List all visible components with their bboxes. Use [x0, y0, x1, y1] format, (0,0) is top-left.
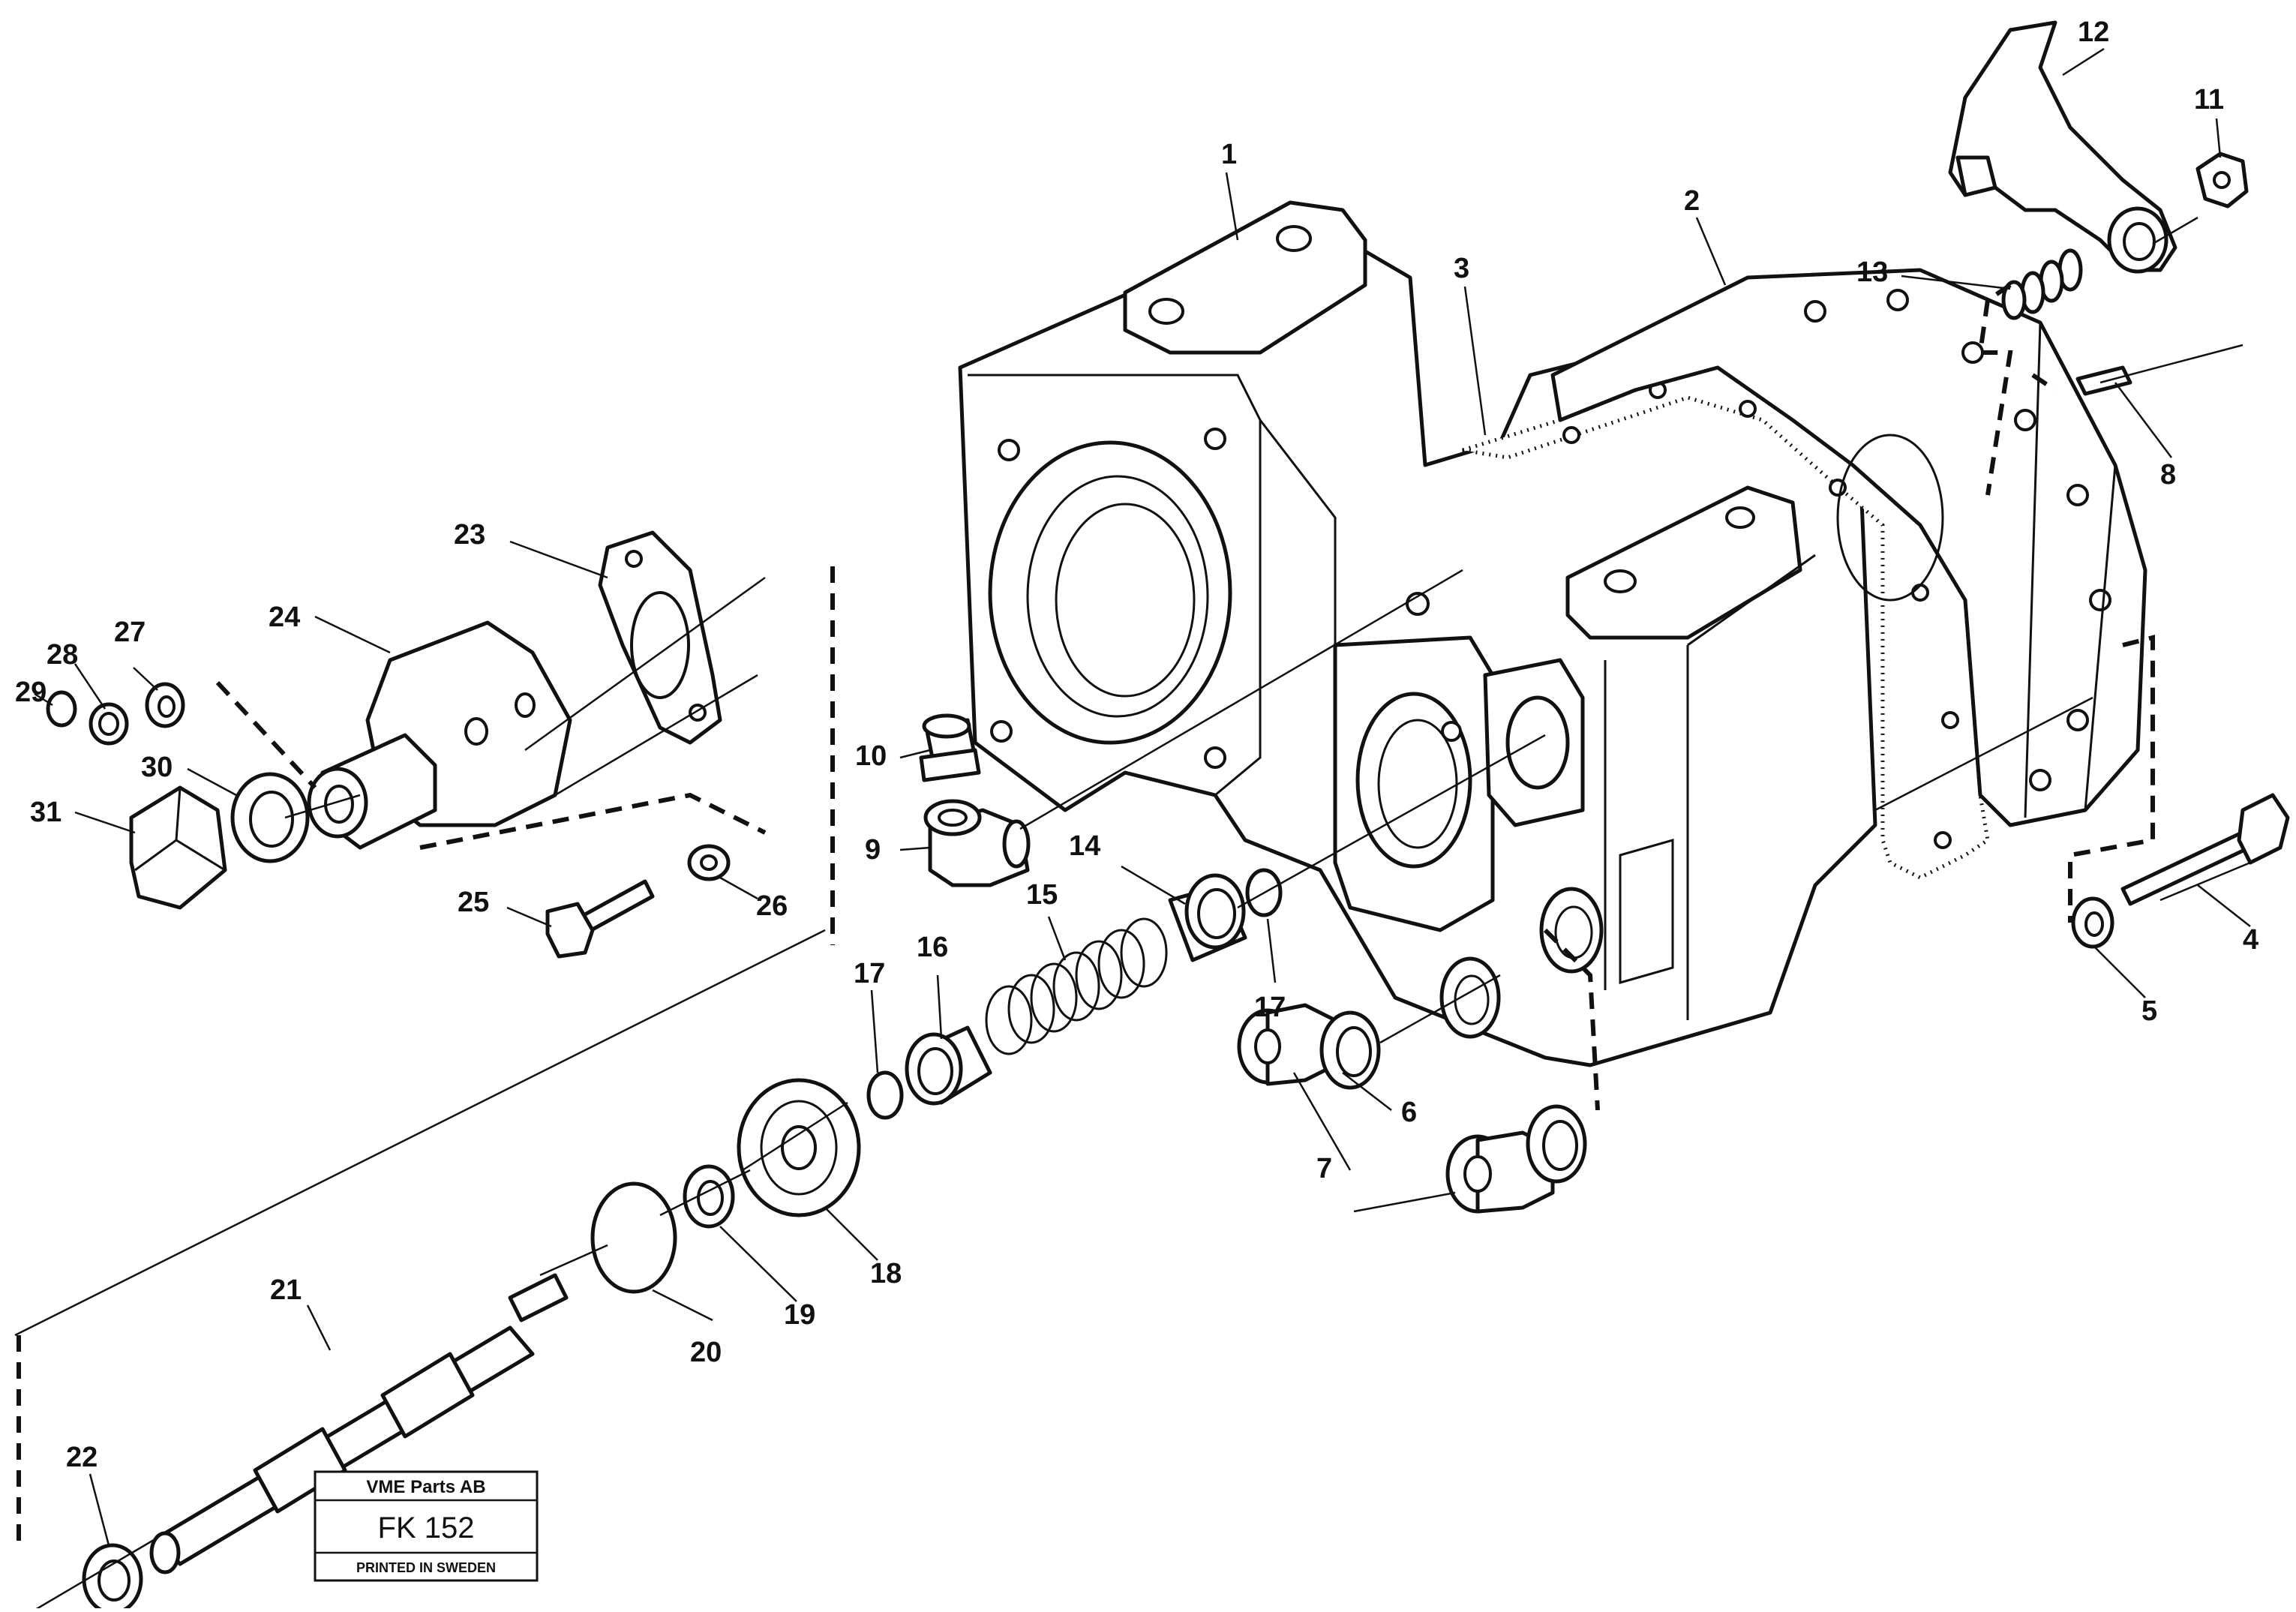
- piston-18: [737, 1078, 861, 1217]
- shift-fork: [1948, 20, 2177, 274]
- seal-lower: [1526, 1104, 1587, 1184]
- seal-upper: [1319, 1010, 1381, 1090]
- plate-company: VME Parts AB: [366, 1477, 485, 1497]
- washer: [2071, 896, 2114, 949]
- callout-17a: 17: [854, 958, 885, 989]
- callout-17b: 17: [1254, 992, 1286, 1023]
- callout-30: 30: [141, 752, 173, 783]
- bushing-19: [683, 1164, 735, 1229]
- callout-14: 14: [1069, 830, 1100, 862]
- plate-code: FK 152: [378, 1511, 475, 1544]
- callout-6: 6: [1401, 1097, 1417, 1128]
- ring-29: [46, 690, 77, 728]
- callout-1: 1: [1221, 139, 1237, 170]
- callout-25: 25: [458, 887, 489, 918]
- callout-12: 12: [2078, 17, 2109, 48]
- seal-22: [82, 1543, 143, 1612]
- plug-upper: [1237, 1003, 1337, 1086]
- snap-ring-left: [866, 1070, 904, 1120]
- callout-19: 19: [784, 1299, 815, 1331]
- callout-5: 5: [2141, 995, 2157, 1027]
- plate-printed: PRINTED IN SWEDEN: [356, 1560, 496, 1575]
- elbow-fitting: [923, 799, 1031, 887]
- callout-23: 23: [454, 519, 485, 551]
- o-ring-20: [590, 1181, 677, 1294]
- cap-31: [129, 785, 227, 910]
- bolt: [2120, 793, 2290, 906]
- callout-29: 29: [15, 677, 47, 708]
- bushing-28: [89, 702, 129, 746]
- callout-18: 18: [870, 1258, 902, 1289]
- leader-lines: [34, 47, 2251, 1546]
- sleeve-14: [1168, 873, 1247, 962]
- alignment-lines: [14, 216, 2251, 1612]
- callout-31: 31: [30, 797, 62, 828]
- shaft: [149, 1273, 569, 1574]
- callout-labels: 1 2 3 4 5 6 7 7 8 9 10 11 12 13 14 15 16…: [15, 17, 2258, 1473]
- clip-26: [687, 844, 731, 881]
- callout-9: 9: [865, 834, 881, 866]
- callout-13: 13: [1856, 257, 1888, 288]
- callout-2: 2: [1684, 185, 1700, 217]
- callout-16: 16: [917, 932, 948, 963]
- callout-28: 28: [47, 639, 78, 671]
- callout-15: 15: [1026, 879, 1058, 911]
- callout-20: 20: [690, 1337, 722, 1368]
- spring-15: [985, 917, 1168, 1055]
- callout-24: 24: [269, 602, 300, 633]
- housing-main: [958, 200, 1877, 1067]
- callout-3: 3: [1454, 253, 1469, 284]
- callout-22: 22: [66, 1442, 98, 1473]
- nut-27: [145, 682, 185, 728]
- callout-10: 10: [855, 740, 887, 772]
- dashed-indicators: [17, 283, 2155, 1545]
- gasket-23: [598, 530, 722, 745]
- callout-4: 4: [2243, 924, 2258, 956]
- seal-30: [230, 772, 310, 863]
- sleeve-16: [905, 1025, 992, 1106]
- callout-11: 11: [2194, 84, 2224, 116]
- callout-26: 26: [756, 890, 788, 922]
- title-plate: VME Parts AB FK 152 PRINTED IN SWEDEN: [314, 1470, 539, 1582]
- callout-7a: 7: [1316, 1153, 1332, 1184]
- snap-ring-right: [1245, 868, 1283, 917]
- callout-8: 8: [2160, 459, 2176, 491]
- bolt-25: [545, 879, 655, 959]
- valve-body: [307, 620, 572, 850]
- nut: [2195, 152, 2249, 209]
- callout-21: 21: [270, 1274, 302, 1306]
- spring-small: [2001, 248, 2083, 320]
- callout-27: 27: [114, 617, 146, 648]
- nipple-fitting: [919, 713, 981, 782]
